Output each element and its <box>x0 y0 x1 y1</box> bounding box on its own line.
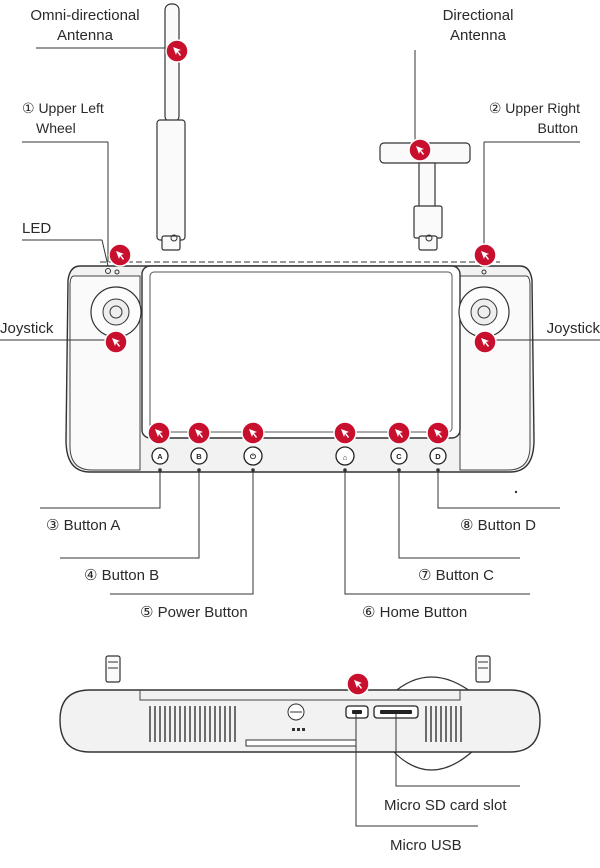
omni-antenna-label-1: Omni-directional <box>30 7 139 24</box>
button-b-label: ④ Button B <box>84 567 159 584</box>
omni-antenna-label-2: Antenna <box>57 27 114 44</box>
top-edge-view <box>59 655 541 771</box>
usb-marker-icon <box>346 672 370 696</box>
button-a[interactable]: A <box>151 447 169 465</box>
led-label: LED <box>22 220 51 237</box>
callout-lines <box>0 47 600 595</box>
home-button-marker-icon <box>333 421 357 445</box>
directional-antenna-marker-icon <box>408 138 432 162</box>
button-b-marker-icon <box>187 421 211 445</box>
led-indicator <box>105 268 111 274</box>
button-c[interactable]: C <box>390 447 408 465</box>
power-icon: ⏻ <box>250 452 257 461</box>
button-d-marker-icon <box>426 421 450 445</box>
upper-right-button-label-2: Button <box>538 120 578 136</box>
home-button[interactable]: ⌂ <box>335 446 355 466</box>
home-button-label: ⑥ Home Button <box>362 604 467 621</box>
labels: Omni-directional Antenna Directional Ant… <box>0 7 600 621</box>
button-c-label: ⑦ Button C <box>418 567 494 584</box>
omni-antenna-marker-icon <box>165 39 189 63</box>
home-icon: ⌂ <box>343 453 348 462</box>
micro-sd-slot[interactable] <box>373 705 419 719</box>
left-joystick-marker-icon <box>104 330 128 354</box>
button-a-marker-icon <box>147 421 171 445</box>
button-b-letter: B <box>196 452 202 461</box>
right-joystick <box>458 286 510 338</box>
button-a-label: ③ Button A <box>46 517 120 534</box>
power-button[interactable]: ⏻ <box>243 446 263 466</box>
controller-body <box>65 261 535 473</box>
button-d[interactable]: D <box>429 447 447 465</box>
front-view: A B ⏻ ⌂ C D <box>65 3 535 494</box>
directional-antenna <box>379 142 471 251</box>
button-d-letter: D <box>435 452 441 461</box>
upper-left-wheel-marker-icon <box>108 243 132 267</box>
upper-left-wheel-label-2: Wheel <box>36 120 76 136</box>
upper-right-button-marker-icon <box>473 243 497 267</box>
left-vents <box>149 706 236 742</box>
button-c-marker-icon <box>387 421 411 445</box>
directional-antenna-label-1: Directional <box>443 7 514 24</box>
button-c-letter: C <box>396 452 402 461</box>
button-d-label: ⑧ Button D <box>460 517 536 534</box>
power-button-marker-icon <box>241 421 265 445</box>
micro-usb-port[interactable] <box>345 705 369 719</box>
power-button-label: ⑤ Power Button <box>140 604 248 621</box>
omni-antenna <box>156 3 186 251</box>
joystick-right-label: Joystick <box>547 320 600 337</box>
right-joystick-marker-icon <box>473 330 497 354</box>
upper-left-wheel-label-1: ① Upper Left <box>22 100 104 116</box>
directional-antenna-label-2: Antenna <box>450 27 507 44</box>
micro-usb-label: Micro USB <box>390 837 462 854</box>
button-b[interactable]: B <box>190 447 208 465</box>
micro-sd-label: Micro SD card slot <box>384 797 507 814</box>
upper-right-button-label-1: ② Upper Right <box>489 100 580 116</box>
button-a-letter: A <box>157 452 163 461</box>
bottom-callout-lines <box>355 714 520 827</box>
right-vents <box>425 706 462 742</box>
joystick-left-label: Joystick <box>0 320 54 337</box>
left-joystick <box>90 286 142 338</box>
